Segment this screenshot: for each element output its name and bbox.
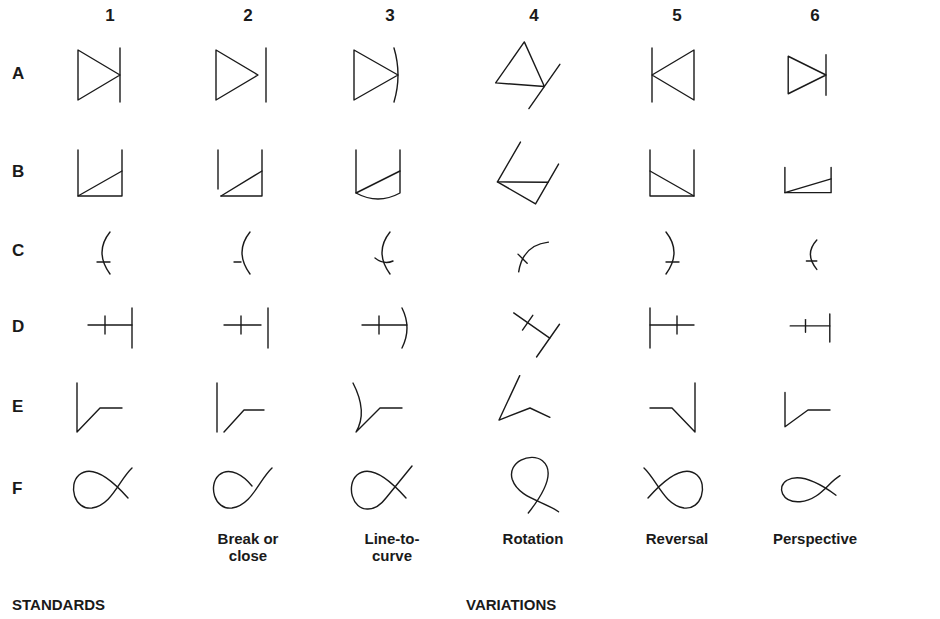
reversal-figure	[650, 308, 694, 348]
break-figure	[234, 232, 250, 274]
curve-figure	[351, 466, 412, 509]
reversal-figure	[666, 232, 679, 274]
rotation-figure	[509, 233, 548, 272]
group-label: VARIATIONS	[466, 596, 666, 613]
row-letter: C	[12, 241, 42, 261]
rotation-figure	[509, 454, 559, 519]
reversal-figure	[644, 468, 703, 508]
column-number: 2	[228, 6, 268, 26]
standard-figure	[78, 48, 120, 102]
row-letter: E	[12, 397, 42, 417]
perspective-figure	[788, 55, 826, 96]
rotation-figure	[501, 299, 560, 357]
curve-figure	[354, 48, 398, 102]
reversal-figure	[650, 150, 694, 196]
standard-figure	[78, 150, 122, 196]
standard-figure	[88, 308, 132, 348]
break-figure	[216, 48, 266, 102]
column-number: 3	[370, 6, 410, 26]
curve-figure	[362, 308, 407, 348]
perspective-figure	[790, 314, 830, 342]
variation-label: Rotation	[478, 530, 588, 547]
rotation-figure	[499, 376, 560, 439]
rotation-figure	[497, 142, 558, 204]
rotation-figure	[494, 40, 559, 108]
break-figure	[224, 308, 268, 348]
row-letter: A	[12, 64, 42, 84]
break-figure	[218, 150, 262, 196]
perspective-figure	[785, 393, 830, 427]
variation-label: Line-to-curve	[351, 530, 433, 565]
perspective-figure	[781, 476, 840, 502]
perspective-figure	[806, 240, 816, 269]
column-number: 1	[90, 6, 130, 26]
curve-figure	[375, 232, 393, 274]
row-letter: F	[12, 479, 42, 499]
standard-figure	[77, 383, 122, 432]
standard-figure	[97, 232, 110, 274]
curve-figure	[353, 383, 402, 432]
standard-figure	[73, 468, 132, 508]
row-letter: B	[12, 162, 42, 182]
curve-figure	[356, 150, 400, 199]
reversal-figure	[650, 383, 695, 432]
column-number: 6	[795, 6, 835, 26]
break-figure	[217, 383, 264, 432]
break-figure	[213, 468, 272, 508]
reversal-figure	[652, 48, 694, 102]
column-number: 5	[657, 6, 697, 26]
variation-label: Reversal	[622, 530, 732, 547]
variation-label: Perspective	[755, 530, 875, 547]
perspective-figure	[785, 167, 831, 192]
variation-label: Break or close	[205, 530, 291, 565]
group-label: STANDARDS	[12, 596, 212, 613]
column-number: 4	[514, 6, 554, 26]
row-letter: D	[12, 317, 42, 337]
